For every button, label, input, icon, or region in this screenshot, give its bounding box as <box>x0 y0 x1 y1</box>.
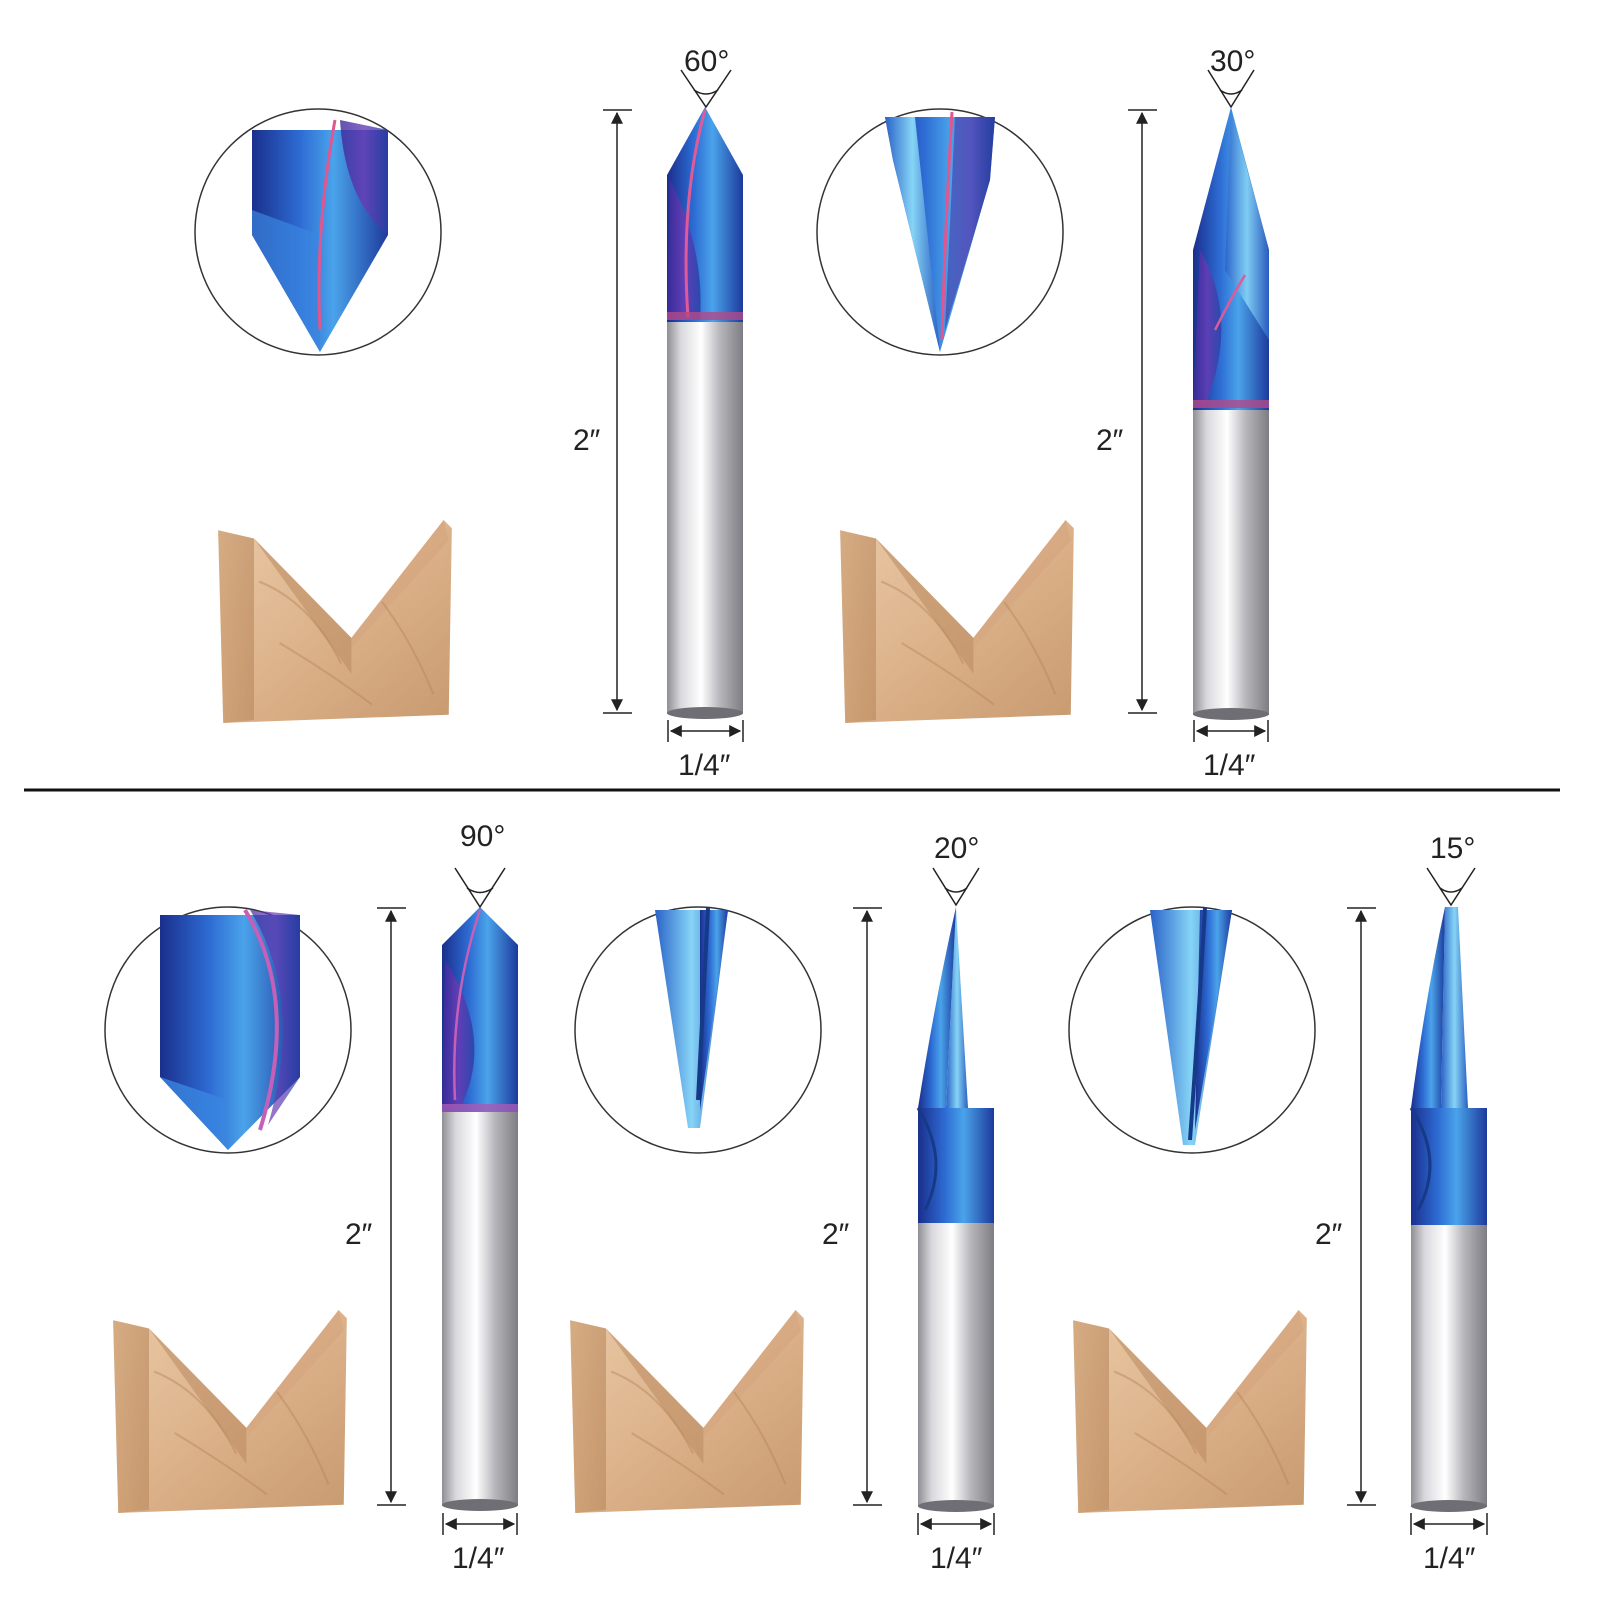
angle-label-30: 30° <box>1210 45 1255 78</box>
length-dimension-15: 2″ <box>1315 907 1376 1506</box>
angle-indicator-30: 30° <box>1207 45 1255 109</box>
diameter-label-20: 1/4″ <box>930 1542 983 1575</box>
diameter-dimension-30: 1/4″ <box>1193 720 1269 782</box>
length-label-90: 2″ <box>345 1218 373 1251</box>
tip-zoom-circle-30 <box>816 108 1064 356</box>
diameter-label-30: 1/4″ <box>1203 749 1256 782</box>
angle-indicator-60: 60° <box>680 45 732 109</box>
diameter-dimension-20: 1/4″ <box>917 1513 995 1575</box>
v-groove-wood-sample-30 <box>840 520 1075 724</box>
length-label-15: 2″ <box>1315 1218 1343 1251</box>
v-groove-wood-sample-90 <box>113 1310 348 1514</box>
v-groove-wood-sample-60 <box>218 520 453 724</box>
diameter-label-15: 1/4″ <box>1423 1542 1476 1575</box>
router-bit-15 <box>1409 907 1487 1512</box>
v-groove-wood-sample-15 <box>1073 1310 1308 1514</box>
tip-zoom-circle-15 <box>1068 906 1316 1154</box>
angle-indicator-20: 20° <box>932 832 980 907</box>
diameter-dimension-60: 1/4″ <box>667 720 744 782</box>
router-bit-60 <box>667 107 743 719</box>
router-bit-30 <box>1193 107 1269 720</box>
length-label-20: 2″ <box>822 1218 850 1251</box>
length-label-30: 2″ <box>1096 424 1124 457</box>
tip-zoom-circle-20 <box>574 906 822 1154</box>
angle-label-60: 60° <box>684 45 729 78</box>
diameter-dimension-90: 1/4″ <box>442 1513 518 1575</box>
length-label-60: 2″ <box>573 424 601 457</box>
angle-indicator-90: 90° <box>454 820 506 909</box>
length-dimension-90: 2″ <box>345 907 406 1506</box>
length-dimension-20: 2″ <box>822 907 882 1506</box>
router-bit-20 <box>916 907 994 1512</box>
diameter-label-60: 1/4″ <box>678 749 731 782</box>
length-dimension-60: 2″ <box>573 109 632 714</box>
angle-label-90: 90° <box>460 820 505 853</box>
length-dimension-30: 2″ <box>1096 109 1157 714</box>
angle-label-15: 15° <box>1430 832 1475 865</box>
v-groove-wood-sample-20 <box>570 1310 805 1514</box>
angle-label-20: 20° <box>934 832 979 865</box>
tip-zoom-circle-60 <box>194 108 442 356</box>
diameter-dimension-15: 1/4″ <box>1410 1513 1488 1575</box>
angle-indicator-15: 15° <box>1426 832 1476 907</box>
tip-zoom-circle-90 <box>104 906 352 1154</box>
router-bit-90 <box>442 907 518 1511</box>
diameter-label-90: 1/4″ <box>452 1542 505 1575</box>
